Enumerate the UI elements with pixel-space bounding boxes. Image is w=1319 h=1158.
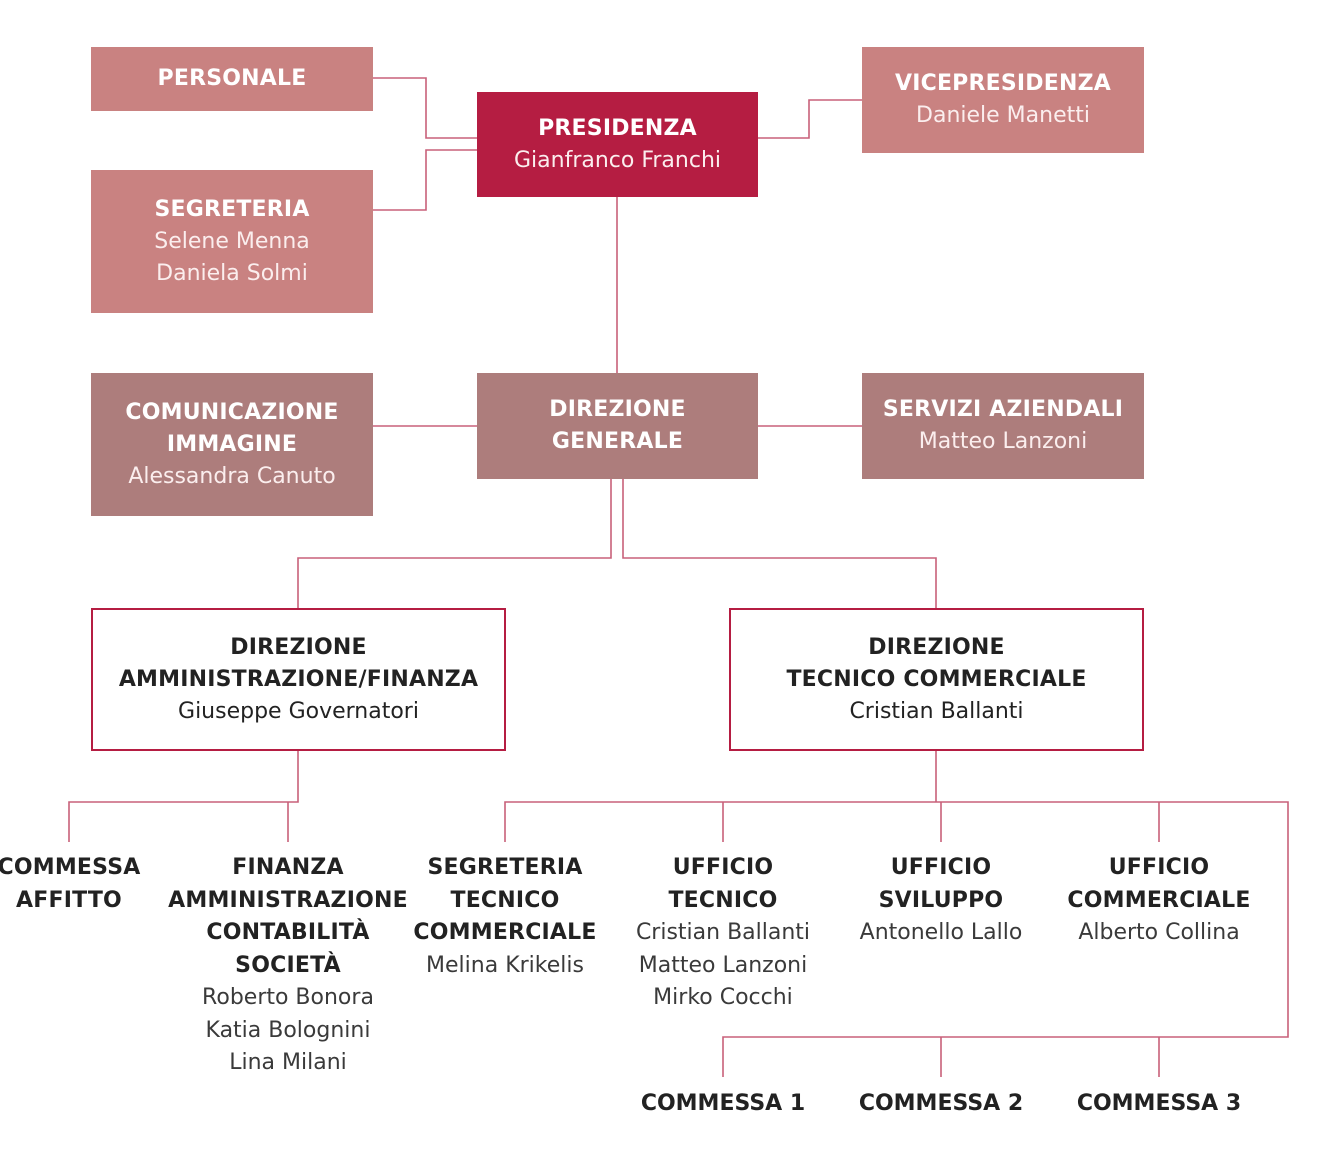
segreteria-name: Daniela Solmi xyxy=(156,260,308,286)
direzione-tecnico-title-line: TECNICO COMMERCIALE xyxy=(786,666,1087,692)
leaf-title-line: AMMINISTRAZIONE xyxy=(168,887,408,913)
leaf-title-line: UFFICIO xyxy=(1108,855,1210,880)
vicepresidenza-box: VICEPRESIDENZA Daniele Manetti xyxy=(862,47,1144,153)
direzione-tecnico-box: DIREZIONE TECNICO COMMERCIALE Cristian B… xyxy=(729,608,1144,751)
leaf-name: Melina Krikelis xyxy=(426,952,584,978)
direzione-amministrazione-title-line: DIREZIONE xyxy=(230,634,367,660)
presidenza-box: PRESIDENZA Gianfranco Franchi xyxy=(477,92,758,197)
leaf-name: Katia Bolognini xyxy=(205,1017,371,1043)
direzione-amministrazione-box: DIREZIONE AMMINISTRAZIONE/FINANZA Giusep… xyxy=(91,608,506,751)
direzione-tecnico-title-line: DIREZIONE xyxy=(868,634,1005,660)
leaf-title-line: UFFICIO xyxy=(672,855,774,880)
leaf-commessa-affitto: COMMESSA AFFITTO xyxy=(0,852,141,917)
comunicazione-box: COMUNICAZIONE IMMAGINE Alessandra Canuto xyxy=(91,373,373,516)
connector-personale xyxy=(372,77,478,139)
leaf-title-line: AFFITTO xyxy=(16,887,122,913)
commessa-3: COMMESSA 3 xyxy=(1076,1091,1242,1116)
connector-segreteria xyxy=(372,149,478,211)
leaf-ufficio-sviluppo: UFFICIO SVILUPPO Antonello Lallo xyxy=(860,852,1023,950)
leaf-title-line: COMMESSA xyxy=(0,855,141,880)
leaf-title-line: TECNICO xyxy=(668,887,778,913)
leaf-title-line: COMMERCIALE xyxy=(1067,887,1251,913)
presidenza-title: PRESIDENZA xyxy=(538,115,697,141)
direzione-tecnico-name: Cristian Ballanti xyxy=(849,698,1024,724)
servizi-aziendali-title: SERVIZI AZIENDALI xyxy=(882,397,1124,422)
comunicazione-name: Alessandra Canuto xyxy=(128,463,336,489)
direzione-generale-box: DIREZIONE GENERALE xyxy=(477,373,758,479)
leaf-title-line: UFFICIO xyxy=(890,855,992,880)
leaf-title-line: SVILUPPO xyxy=(878,887,1004,913)
connector-vicepresidenza xyxy=(757,99,863,139)
leaf-name: Alberto Collina xyxy=(1078,920,1240,945)
leaf-name: Roberto Bonora xyxy=(202,985,374,1010)
leaf-finanza: FINANZA AMMINISTRAZIONE CONTABILITÀ SOCI… xyxy=(168,852,408,1080)
connector-dg-amministrazione xyxy=(297,478,612,608)
presidenza-name: Gianfranco Franchi xyxy=(513,147,722,173)
leaf-title-line: TECNICO xyxy=(450,887,560,913)
leaf-ufficio-tecnico: UFFICIO TECNICO Cristian Ballanti Matteo… xyxy=(636,852,810,1015)
leaf-name: Antonello Lallo xyxy=(859,920,1023,945)
personale-box: PERSONALE xyxy=(91,47,373,111)
leaf-title-line: SOCIETÀ xyxy=(235,952,341,978)
vicepresidenza-title: VICEPRESIDENZA xyxy=(895,71,1111,96)
vicepresidenza-name: Daniele Manetti xyxy=(916,103,1090,128)
leaf-title-line: COMMERCIALE xyxy=(413,920,597,945)
leaf-name: Matteo Lanzoni xyxy=(638,952,808,978)
comunicazione-title-line: IMMAGINE xyxy=(166,431,298,457)
commessa-2: COMMESSA 2 xyxy=(858,1091,1024,1116)
leaf-ufficio-commerciale: UFFICIO COMMERCIALE Alberto Collina xyxy=(1067,852,1250,950)
personale-title: PERSONALE xyxy=(157,66,307,91)
leaf-name: Cristian Ballanti xyxy=(635,920,811,945)
direzione-generale-title-line: GENERALE xyxy=(551,429,684,454)
segreteria-name: Selene Menna xyxy=(154,228,310,254)
segreteria-title: SEGRETERIA xyxy=(154,196,310,222)
leaf-title-line: SEGRETERIA xyxy=(427,855,583,880)
leaf-name: Lina Milani xyxy=(229,1050,347,1075)
leaf-title-line: CONTABILITÀ xyxy=(206,920,370,945)
connector-tecnico-bus xyxy=(504,750,1289,1077)
direzione-amministrazione-title-line: AMMINISTRAZIONE/FINANZA xyxy=(118,666,479,692)
segreteria-box: SEGRETERIA Selene Menna Daniela Solmi xyxy=(91,170,373,313)
leaf-name: Mirko Cocchi xyxy=(653,985,793,1010)
leaf-segreteria-tecnico: SEGRETERIA TECNICO COMMERCIALE Melina Kr… xyxy=(413,852,596,982)
direzione-amministrazione-name: Giuseppe Governatori xyxy=(178,698,419,724)
comunicazione-title-line: COMUNICAZIONE xyxy=(125,399,339,425)
direzione-generale-title-line: DIREZIONE xyxy=(549,397,686,422)
commessa-1: COMMESSA 1 xyxy=(640,1091,806,1116)
servizi-aziendali-name: Matteo Lanzoni xyxy=(918,429,1088,454)
connector-dg-tecnico xyxy=(622,478,937,608)
servizi-aziendali-box: SERVIZI AZIENDALI Matteo Lanzoni xyxy=(862,373,1144,479)
leaf-title-line: FINANZA xyxy=(232,855,344,880)
connector-amministrazione-bus xyxy=(68,750,299,842)
